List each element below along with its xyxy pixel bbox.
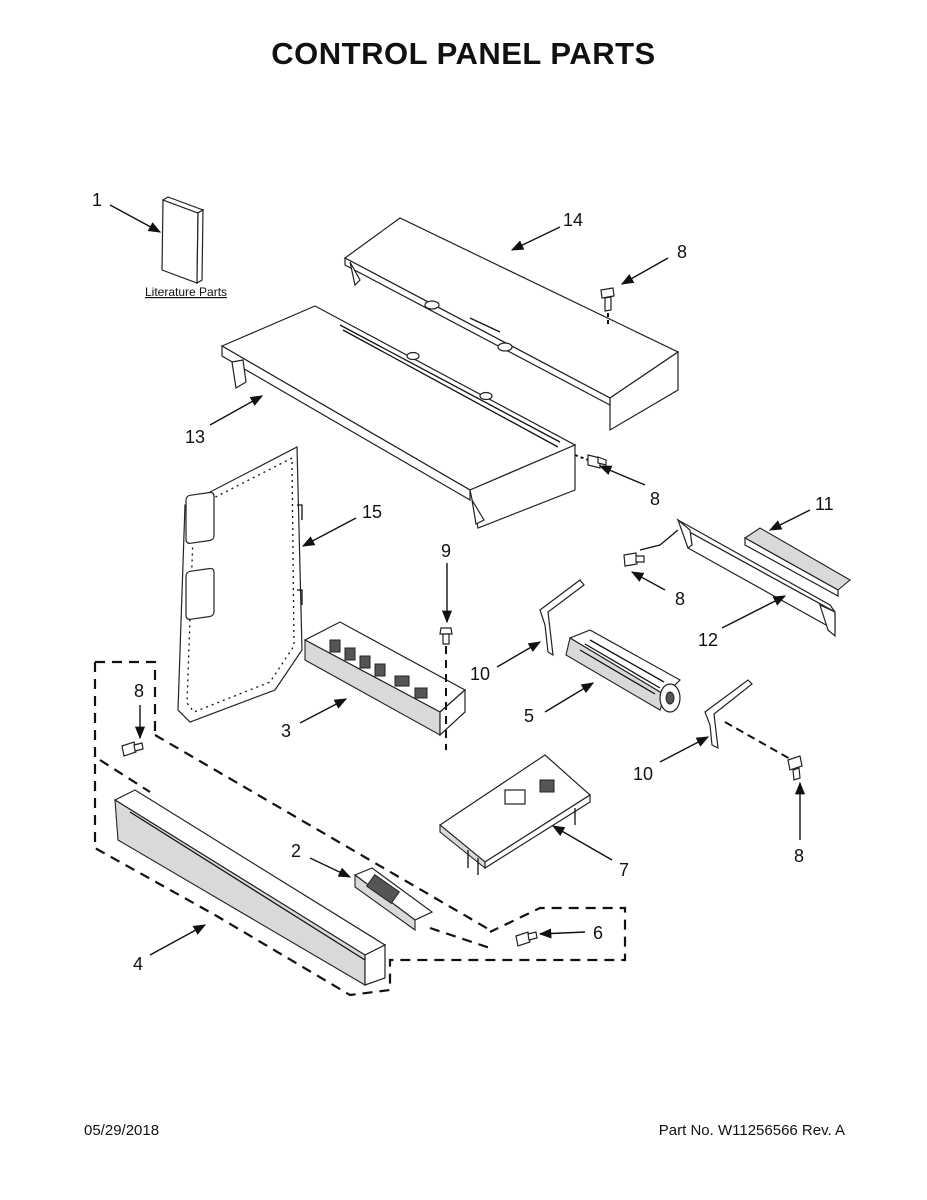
- top-cover-panel: [343, 217, 680, 432]
- main-top-panel: [220, 305, 577, 529]
- screw-6: [515, 931, 538, 947]
- insulation-board: [177, 446, 303, 723]
- screw-8-right: [787, 755, 803, 781]
- literature-booklet: [161, 196, 205, 285]
- gasket-strip: [743, 527, 851, 598]
- cooling-fan: [565, 629, 681, 713]
- callout-8: 8: [675, 589, 685, 609]
- callout-11: 11: [815, 494, 834, 514]
- callout-4: 4: [133, 954, 143, 974]
- callout-8: 8: [794, 846, 804, 866]
- callout-9: 9: [441, 541, 451, 561]
- callout-7: 7: [619, 860, 629, 880]
- callout-12: 12: [698, 630, 718, 650]
- callout-3: 3: [281, 721, 291, 741]
- relay-control-board: [303, 621, 467, 737]
- footer-date: 05/29/2018: [84, 1122, 160, 1139]
- callout-13: 13: [185, 427, 205, 447]
- screw-9: [439, 627, 453, 750]
- footer-part-number: Part No. W11256566 Rev. A: [658, 1122, 845, 1139]
- hinge-bracket-upper: [539, 579, 585, 657]
- control-panel-trim: [113, 789, 387, 986]
- literature-parts-label: Literature Parts: [145, 285, 227, 299]
- assembly-dashed-outline: [93, 660, 627, 997]
- callout-10: 10: [633, 764, 653, 784]
- secondary-circuit-board: [438, 754, 591, 875]
- leader-arrows: [109, 204, 811, 956]
- callout-15: 15: [362, 502, 382, 522]
- screw-8-top: [600, 287, 615, 326]
- callout-8: 8: [650, 489, 660, 509]
- page-title: CONTROL PANEL PARTS: [271, 36, 656, 71]
- hinge-bracket-lower: [704, 679, 793, 761]
- callout-8: 8: [134, 681, 144, 701]
- callout-1: 1: [92, 190, 102, 210]
- user-interface-board: [353, 867, 434, 932]
- callout-10: 10: [470, 664, 490, 684]
- callout-2: 2: [291, 841, 301, 861]
- callout-8: 8: [677, 242, 687, 262]
- screw-8-left: [121, 741, 144, 757]
- screw-8-bracket: [623, 552, 645, 567]
- callout-6: 6: [593, 923, 603, 943]
- callout-5: 5: [524, 706, 534, 726]
- mounting-bracket: [639, 518, 836, 638]
- callout-14: 14: [563, 210, 583, 230]
